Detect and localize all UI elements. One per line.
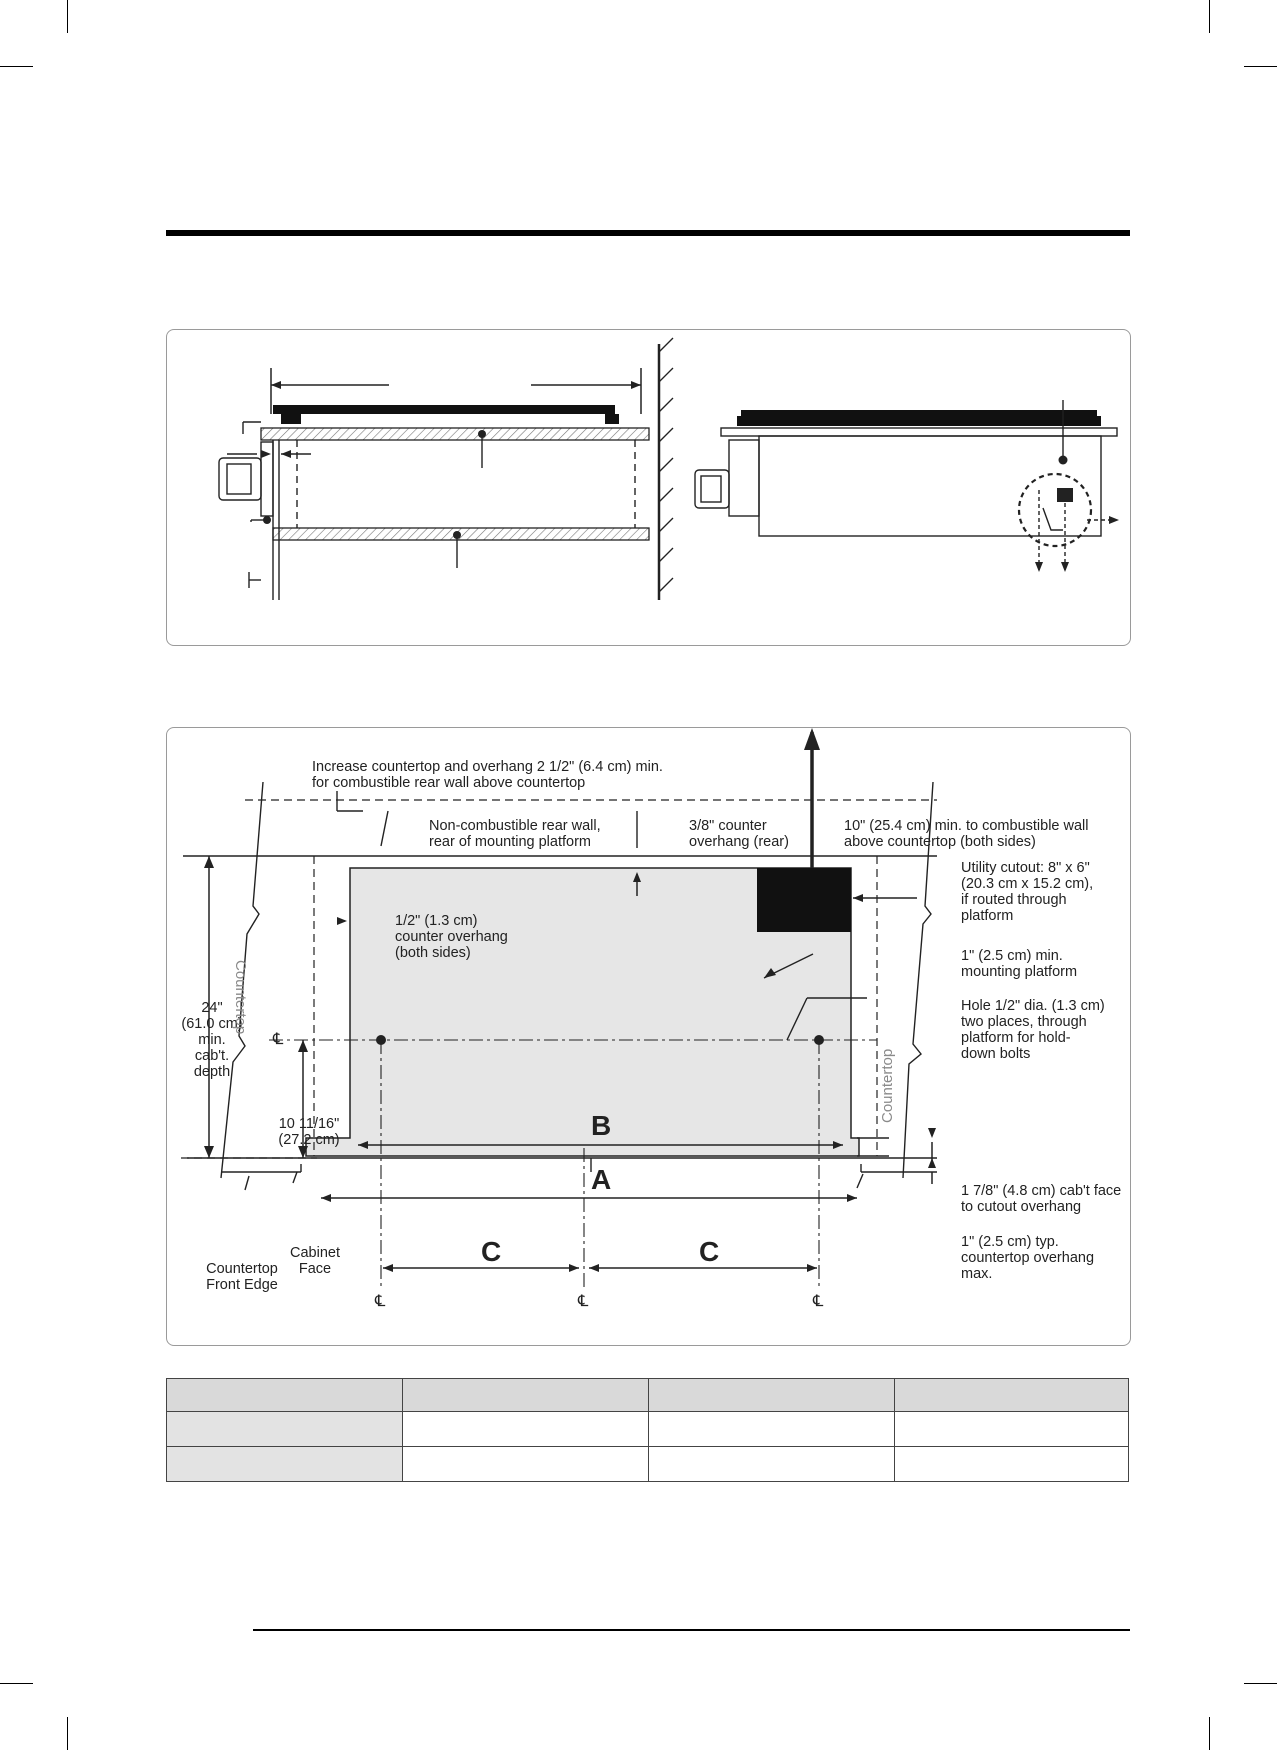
crop-mark [67, 0, 68, 33]
dim-label-c-right: C [699, 1236, 720, 1267]
table-cell [894, 1411, 1129, 1447]
note-hole: Hole 1/2" dia. (1.3 cm) two places, thro… [961, 998, 1105, 1062]
dim-label-b: B [591, 1110, 612, 1141]
crop-mark [67, 1717, 68, 1750]
svg-text:℄: ℄ [812, 1293, 824, 1310]
dim-label-c-left: C [481, 1236, 502, 1267]
svg-text:℄: ℄ [577, 1293, 589, 1310]
label-cabinet-face: Cabinet Face [290, 1245, 340, 1277]
table-row-header [166, 1446, 403, 1482]
note-utility-cutout: Utility cutout: 8" x 6" (20.3 cm x 15.2 … [961, 860, 1094, 924]
side-view-drawing [218, 337, 1119, 600]
note-countertop-overhang-max: 1" (2.5 cm) typ. countertop overhang max… [961, 1234, 1095, 1282]
countertop [260, 427, 650, 441]
crop-mark [0, 66, 33, 67]
crop-mark [1244, 66, 1277, 67]
table-row [166, 1411, 1129, 1447]
dim-label-a: A [591, 1164, 612, 1195]
note-centerline-offset: 10 11/16" (27.2 cm) [278, 1116, 340, 1148]
footer-rule [253, 1629, 1130, 1631]
table-row-header [166, 1411, 403, 1447]
mounting-platform [272, 527, 650, 541]
table-cell [648, 1446, 895, 1482]
label-countertop-left: Countertop [232, 960, 249, 1035]
cooktop-glass [273, 405, 615, 414]
svg-text:℄: ℄ [374, 1293, 386, 1310]
crop-mark [1244, 1683, 1277, 1684]
cooktop-glass-right [737, 416, 1101, 426]
table-cell [402, 1446, 649, 1482]
table-row [166, 1446, 1129, 1482]
crop-mark [1209, 1717, 1210, 1750]
table-header-row [166, 1378, 1129, 1412]
label-countertop-right: Countertop [879, 1048, 896, 1123]
crop-mark [1209, 0, 1210, 33]
dimension-table [166, 1378, 1129, 1482]
table-cell [648, 1411, 895, 1447]
note-noncombustible-wall: Non-combustible rear wall, rear of mount… [429, 818, 601, 850]
note-mounting-platform: 1" (2.5 cm) min. mounting platform [961, 948, 1078, 980]
side-view-panel [166, 329, 1131, 646]
crop-mark [0, 1683, 33, 1684]
note-cabinet-depth: 24" (61.0 cm) min. cab't. depth [181, 1000, 243, 1080]
table-header-cell [894, 1378, 1129, 1412]
note-counter-overhang-sides: 1/2" (1.3 cm) counter overhang (both sid… [395, 913, 508, 961]
table-header-cell [648, 1378, 895, 1412]
table-header-cell [402, 1378, 649, 1412]
table-header-cell [166, 1378, 403, 1412]
table-cell [402, 1411, 649, 1447]
label-countertop-front-edge: Countertop Front Edge [206, 1261, 278, 1293]
svg-text:℄: ℄ [272, 1031, 284, 1048]
cutout-plan-panel: ℄ ℄ ℄ ℄ Increase countertop and overhang… [166, 727, 1131, 1346]
note-min-to-combustible-wall: 10" (25.4 cm) min. to combustible wall a… [844, 818, 1089, 850]
header-rule [166, 230, 1130, 236]
cutout-plan-drawing: ℄ ℄ ℄ ℄ [181, 728, 937, 1310]
note-counter-overhang-rear: 3/8" counter overhang (rear) [689, 818, 789, 850]
utility-cutout [757, 868, 851, 932]
table-cell [894, 1446, 1129, 1482]
note-cabface-overhang: 1 7/8" (4.8 cm) cab't face to cutout ove… [961, 1183, 1122, 1215]
note-increase-countertop: Increase countertop and overhang 2 1/2" … [312, 759, 663, 791]
